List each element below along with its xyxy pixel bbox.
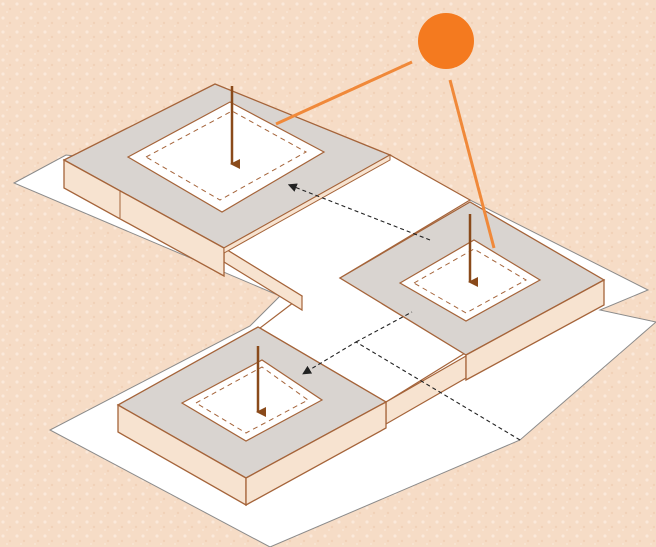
lower-left-courtyard <box>180 359 324 442</box>
upper-left-block <box>62 83 392 278</box>
airflow-arrow-upper <box>287 183 431 241</box>
sun-ray-to-upper-courtyard <box>275 60 413 126</box>
sun-icon <box>418 13 474 69</box>
sun-ray-to-right-courtyard <box>448 79 496 249</box>
airflow-arrow-lower <box>302 311 521 441</box>
upper-left-courtyard <box>126 101 326 213</box>
